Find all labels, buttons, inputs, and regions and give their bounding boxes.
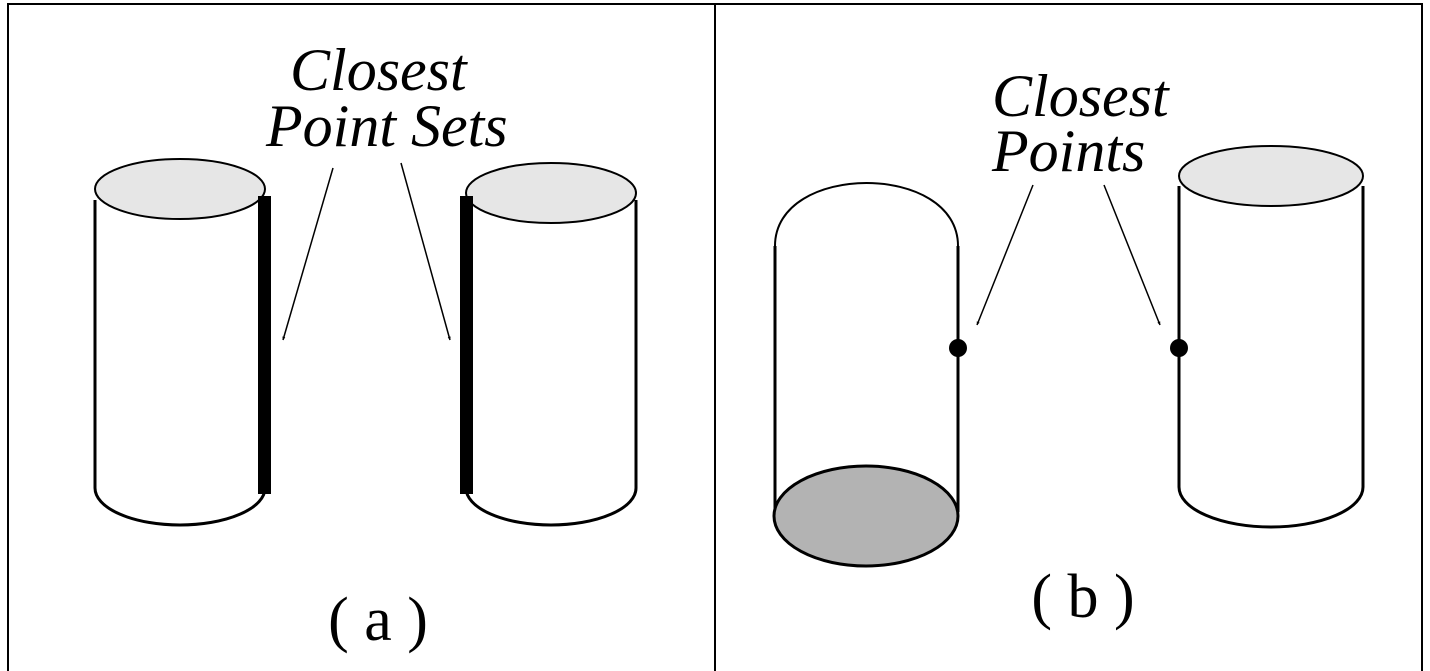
cylinder-top-cap xyxy=(1178,145,1364,207)
panel-a-caption: ( a ) xyxy=(328,586,428,654)
arrow-b-right xyxy=(1103,184,1161,326)
panel-b-caption: ( b ) xyxy=(1031,563,1134,631)
closest-points-label-line1: Closest xyxy=(992,63,1170,129)
closest-point-dot xyxy=(1170,339,1188,357)
cylinder-b-right xyxy=(1170,145,1365,529)
panel-a: Closest Point Sets ( a ) xyxy=(93,37,638,654)
closest-point-dot xyxy=(949,339,967,357)
arrow-a-right xyxy=(400,162,451,341)
cylinder-bottom-arc xyxy=(1177,486,1365,529)
cylinder-top-cap xyxy=(94,158,266,220)
closest-point-set-bar xyxy=(258,196,271,494)
cylinder-top-cap xyxy=(465,162,637,224)
closest-point-sets-label-line2: Point Sets xyxy=(265,93,508,159)
closest-point-sets-label-line1: Closest xyxy=(290,37,468,103)
cylinder-bottom-arc xyxy=(93,487,267,527)
cylinder-b-left xyxy=(772,182,967,568)
arrow-b-left xyxy=(976,184,1034,326)
cylinder-bottom-cap xyxy=(772,464,960,568)
cylinder-bottom-arc xyxy=(464,487,638,527)
closest-points-label-line2: Points xyxy=(991,118,1145,184)
closest-point-set-bar xyxy=(460,196,473,494)
cylinder-a-left xyxy=(93,158,271,527)
cylinder-a-right xyxy=(460,162,638,527)
panel-b: Closest Points ( b ) xyxy=(772,63,1365,631)
cylinder-dome-top xyxy=(774,182,959,247)
arrow-a-left xyxy=(282,167,334,341)
